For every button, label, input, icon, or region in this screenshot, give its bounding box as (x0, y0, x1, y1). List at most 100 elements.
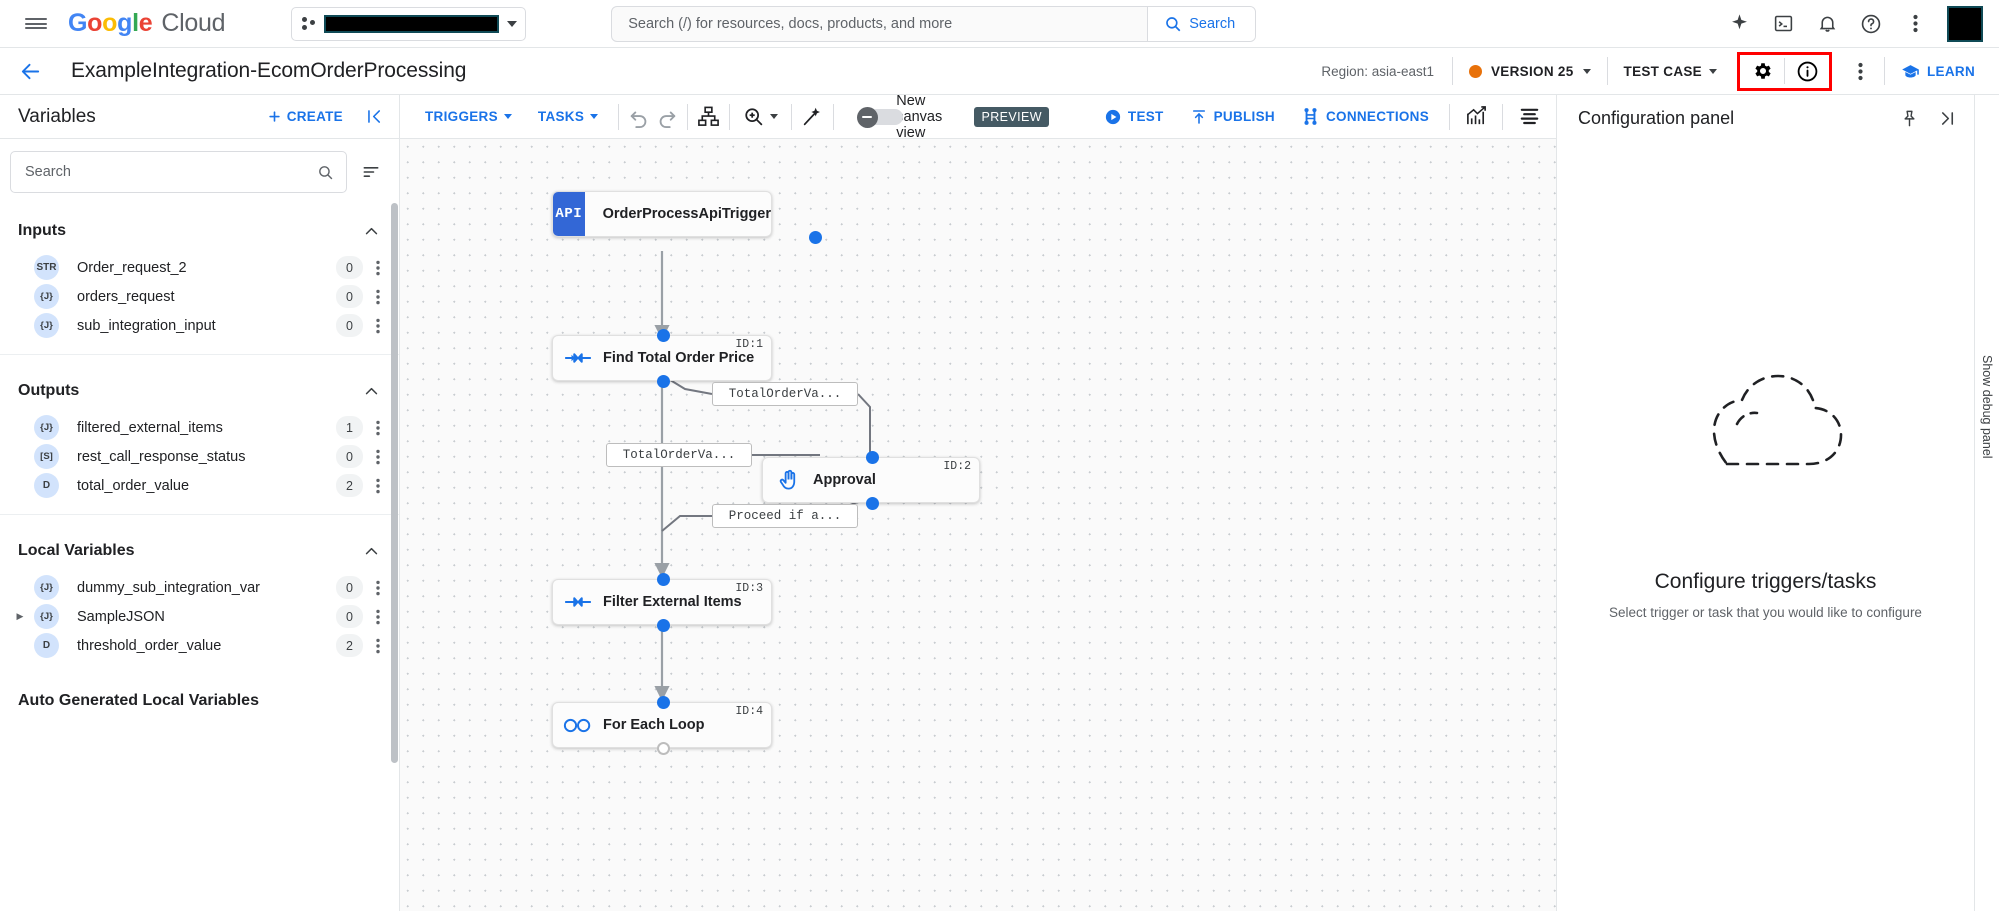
magic-wand-icon[interactable] (799, 99, 826, 135)
search-button[interactable]: Search (1147, 6, 1256, 41)
node-for-each-loop[interactable]: For Each Loop ID:4 (552, 696, 772, 755)
variables-list[interactable]: Inputs STR Order_request_2 0 {J} orders_… (0, 203, 399, 911)
list-item[interactable]: {J} orders_request 0 (0, 282, 399, 311)
group-header[interactable]: Auto Generated Local Variables (0, 684, 399, 718)
search-input[interactable] (612, 6, 1148, 41)
expand-right-icon[interactable] (1930, 101, 1964, 135)
learn-button[interactable]: LEARN (1887, 62, 1985, 81)
group-header[interactable]: Inputs (0, 209, 399, 253)
group-header[interactable]: Local Variables (0, 529, 399, 573)
row-more-vert-icon[interactable] (367, 449, 389, 465)
list-item[interactable]: ▶ {J} SampleJSON 0 (0, 602, 399, 631)
variables-search-input[interactable] (25, 164, 317, 180)
node-output-port[interactable] (657, 742, 670, 755)
sort-icon[interactable] (353, 154, 389, 190)
list-item[interactable]: STR Order_request_2 0 (0, 253, 399, 282)
group-title: Local Variables (18, 542, 135, 559)
row-more-vert-icon[interactable] (367, 580, 389, 596)
node-input-port[interactable] (866, 451, 879, 464)
node-filter-external-items[interactable]: Filter External Items ID:3 (552, 573, 772, 632)
user-avatar[interactable] (1947, 5, 1983, 42)
node-output-port[interactable] (657, 375, 670, 388)
row-more-vert-icon[interactable] (367, 420, 389, 436)
more-vert-icon[interactable] (1838, 53, 1882, 89)
more-vert-icon[interactable] (1895, 4, 1935, 44)
variables-search-row (0, 139, 399, 203)
logs-list-icon[interactable] (1510, 99, 1548, 135)
node-approval[interactable]: Approval ID:2 (762, 451, 980, 510)
node-input-port[interactable] (657, 573, 670, 586)
new-canvas-view-toggle[interactable] (856, 106, 903, 128)
row-more-vert-icon[interactable] (367, 289, 389, 305)
variables-group-outputs: Outputs {J} filtered_external_items 1 [S… (0, 355, 399, 515)
search-icon (319, 165, 333, 179)
info-circle-icon[interactable] (1785, 53, 1829, 89)
node-input-port[interactable] (657, 696, 670, 709)
redo-icon[interactable] (653, 99, 680, 135)
chevron-up-icon[interactable] (357, 217, 385, 245)
chevron-up-icon[interactable] (357, 537, 385, 565)
row-more-vert-icon[interactable] (367, 318, 389, 334)
node-output-port[interactable] (866, 497, 879, 510)
list-item[interactable]: D threshold_order_value 2 (0, 631, 399, 660)
debug-panel-rail[interactable]: Show debug panel (1974, 95, 1999, 911)
test-button[interactable]: TEST (1091, 108, 1177, 126)
create-variable-button[interactable]: CREATE (259, 109, 351, 124)
chevron-up-icon[interactable] (357, 377, 385, 405)
gemini-sparkle-icon[interactable] (1719, 4, 1759, 44)
auto-layout-icon[interactable] (695, 99, 722, 135)
edge-label[interactable]: TotalOrderVa... (606, 443, 752, 467)
undo-icon[interactable] (626, 99, 653, 135)
row-more-vert-icon[interactable] (367, 478, 389, 494)
row-more-vert-icon[interactable] (367, 609, 389, 625)
triggers-menu[interactable]: TRIGGERS (412, 109, 525, 124)
google-cloud-logo[interactable]: Google Cloud (68, 9, 226, 38)
hamburger-icon[interactable] (14, 2, 58, 46)
list-item[interactable]: {J} dummy_sub_integration_var 0 (0, 573, 399, 602)
analytics-chart-icon[interactable] (1457, 99, 1495, 135)
list-item[interactable]: {J} filtered_external_items 1 (0, 413, 399, 442)
node-find-total-order-price[interactable]: Find Total Order Price ID:1 (552, 329, 772, 388)
row-more-vert-icon[interactable] (367, 260, 389, 276)
version-selector[interactable]: VERSION 25 (1455, 64, 1605, 79)
list-item[interactable]: [S] rest_call_response_status 0 (0, 442, 399, 471)
arrow-back-icon[interactable] (10, 51, 50, 91)
node-output-port[interactable] (657, 619, 670, 632)
cloud-shell-icon[interactable] (1763, 4, 1803, 44)
test-case-selector[interactable]: TEST CASE (1610, 64, 1731, 79)
connections-button[interactable]: CONNECTIONS (1288, 107, 1442, 126)
edge-label[interactable]: TotalOrderVa... (712, 382, 858, 406)
variables-group-inputs: Inputs STR Order_request_2 0 {J} orders_… (0, 203, 399, 355)
node-order-process-api-trigger[interactable]: API OrderProcessApiTrigger (552, 191, 822, 244)
project-picker[interactable] (291, 6, 527, 41)
variables-scrollbar[interactable] (391, 203, 398, 763)
row-more-vert-icon[interactable] (367, 638, 389, 654)
publish-button[interactable]: PUBLISH (1177, 108, 1288, 126)
variable-type-badge: {J} (34, 575, 59, 600)
pin-icon[interactable] (1892, 101, 1926, 135)
node-input-port[interactable] (657, 329, 670, 342)
expand-triangle-icon[interactable]: ▶ (16, 611, 24, 621)
help-circle-icon[interactable] (1851, 4, 1891, 44)
node-output-port[interactable] (809, 231, 822, 244)
empty-state-title: Configure triggers/tasks (1654, 570, 1877, 593)
show-debug-panel-label[interactable]: Show debug panel (1980, 355, 1994, 459)
list-item[interactable]: D total_order_value 2 (0, 471, 399, 500)
tasks-menu[interactable]: TASKS (525, 109, 611, 124)
connections-label: CONNECTIONS (1325, 109, 1430, 124)
list-item[interactable]: {J} sub_integration_input 0 (0, 311, 399, 340)
edge-label[interactable]: Proceed if a... (712, 504, 858, 528)
chevron-down-icon (1709, 68, 1717, 74)
notifications-bell-icon[interactable] (1807, 4, 1847, 44)
group-header[interactable]: Outputs (0, 369, 399, 413)
settings-gear-icon[interactable] (1740, 53, 1784, 89)
variable-name: filtered_external_items (77, 419, 223, 436)
integration-canvas[interactable]: API OrderProcessApiTrigger Find Total Or… (400, 139, 1556, 911)
variable-type-badge: D (34, 633, 59, 658)
search-icon (1166, 16, 1181, 31)
divider (1449, 103, 1451, 130)
approval-hand-icon (763, 469, 813, 492)
zoom-in-icon[interactable] (737, 99, 784, 135)
collapse-left-icon[interactable] (357, 100, 391, 134)
variable-type-badge: STR (34, 255, 59, 280)
